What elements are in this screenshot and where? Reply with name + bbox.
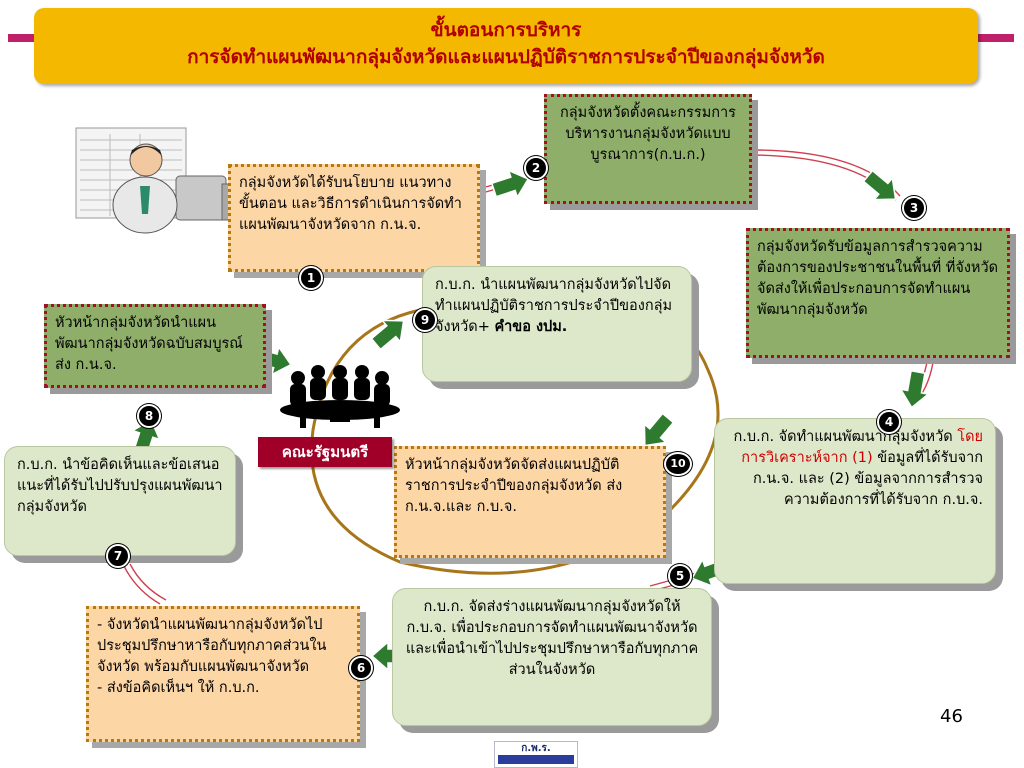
step-badge-2: 2 [524,156,548,180]
step-10-text: หัวหน้ากลุ่มจังหวัดจัดส่งแผนปฏิบัติราชกา… [405,457,623,515]
step-4-text-b: ข้อมูลที่ได้รับจาก ก.น.จ. และ (2) ข้อมูล… [752,450,983,508]
step-badge-7: 7 [106,544,130,568]
step-6-line-2: - ส่งข้อคิดเห็นฯ ให้ ก.บ.ก. [97,680,260,696]
step-badge-4: 4 [877,410,901,434]
opdc-logo: ก.พ.ร. [494,741,578,768]
step-1-box: กลุ่มจังหวัดได้รับนโยบาย แนวทาง ขั้นตอน … [228,164,480,272]
connector-7-6 [123,565,161,605]
person-at-computer-icon [75,127,237,234]
cabinet-label: คณะรัฐมนตรี [258,437,392,467]
accent-bar-left [8,34,38,42]
arrow-icon [366,309,414,356]
step-9-box: ก.บ.ก. นำแผนพัฒนากลุ่มจังหวัดไปจัดทำแผนป… [422,266,692,382]
step-4-box: ก.บ.ก. จัดทำแผนพัฒนากลุ่มจังหวัด โดยการว… [714,418,996,584]
step-4-highlight: โดยการวิเคราะห์จาก (1) [741,429,983,466]
accent-bar-right [978,34,1014,42]
logo-text: ก.พ.ร. [521,743,551,754]
step-7-box: ก.บ.ก. นำข้อคิดเห็นและข้อเสนอแนะที่ได้รั… [4,446,236,556]
title-line-1: ขั้นตอนการบริหาร [430,19,582,41]
step-9-bold: คำขอ งปม. [494,319,568,335]
title-line-2: การจัดทำแผนพัฒนากลุ่มจังหวัดและแผนปฏิบัต… [187,46,825,68]
step-6-line-1: - จังหวัดนำแผนพัฒนากลุ่มจังหวัดไปประชุมป… [97,617,327,675]
step-5-text: ก.บ.ก. จัดส่งร่างแผนพัฒนากลุ่มจังหวัดให้… [405,599,699,678]
step-8-box: หัวหน้ากลุ่มจังหวัดนำแผนพัฒนากลุ่มจังหวั… [44,304,266,388]
logo-strip [498,755,574,764]
step-8-text: หัวหน้ากลุ่มจังหวัดนำแผนพัฒนากลุ่มจังหวั… [55,315,243,373]
step-badge-10: 10 [664,452,692,476]
step-badge-9: 9 [413,308,437,332]
step-5-box: ก.บ.ก. จัดส่งร่างแผนพัฒนากลุ่มจังหวัดให้… [392,588,712,726]
step-badge-1: 1 [299,266,323,290]
step-badge-8: 8 [137,404,161,428]
step-7-text: ก.บ.ก. นำข้อคิดเห็นและข้อเสนอแนะที่ได้รั… [17,457,223,515]
arrow-icon [858,164,906,211]
arrow-icon [897,368,933,411]
step-9-text: ก.บ.ก. นำแผนพัฒนากลุ่มจังหวัดไปจัดทำแผนป… [435,277,673,335]
step-2-box: กลุ่มจังหวัดตั้งคณะกรรมการบริหารงานกลุ่ม… [544,94,752,204]
step-3-box: กลุ่มจังหวัดรับข้อมูลการสำรวจความต้องการ… [746,228,1010,358]
step-10-box: หัวหน้ากลุ่มจังหวัดจัดส่งแผนปฏิบัติราชกา… [394,446,666,558]
title-box: ขั้นตอนการบริหาร การจัดทำแผนพัฒนากลุ่มจั… [34,8,978,84]
step-6-box: - จังหวัดนำแผนพัฒนากลุ่มจังหวัดไปประชุมป… [86,606,360,742]
step-badge-6: 6 [349,656,373,680]
step-3-text: กลุ่มจังหวัดรับข้อมูลการสำรวจความต้องการ… [757,239,999,318]
page-number: 46 [940,706,963,727]
step-4-text-a: ก.บ.ก. จัดทำแผนพัฒนากลุ่มจังหวัด [733,429,958,445]
step-badge-5: 5 [668,564,692,588]
step-1-text: กลุ่มจังหวัดได้รับนโยบาย แนวทาง ขั้นตอน … [239,175,462,233]
step-2-text: กลุ่มจังหวัดตั้งคณะกรรมการบริหารงานกลุ่ม… [560,105,736,163]
meeting-table-icon [280,365,400,428]
step-badge-3: 3 [902,196,926,220]
